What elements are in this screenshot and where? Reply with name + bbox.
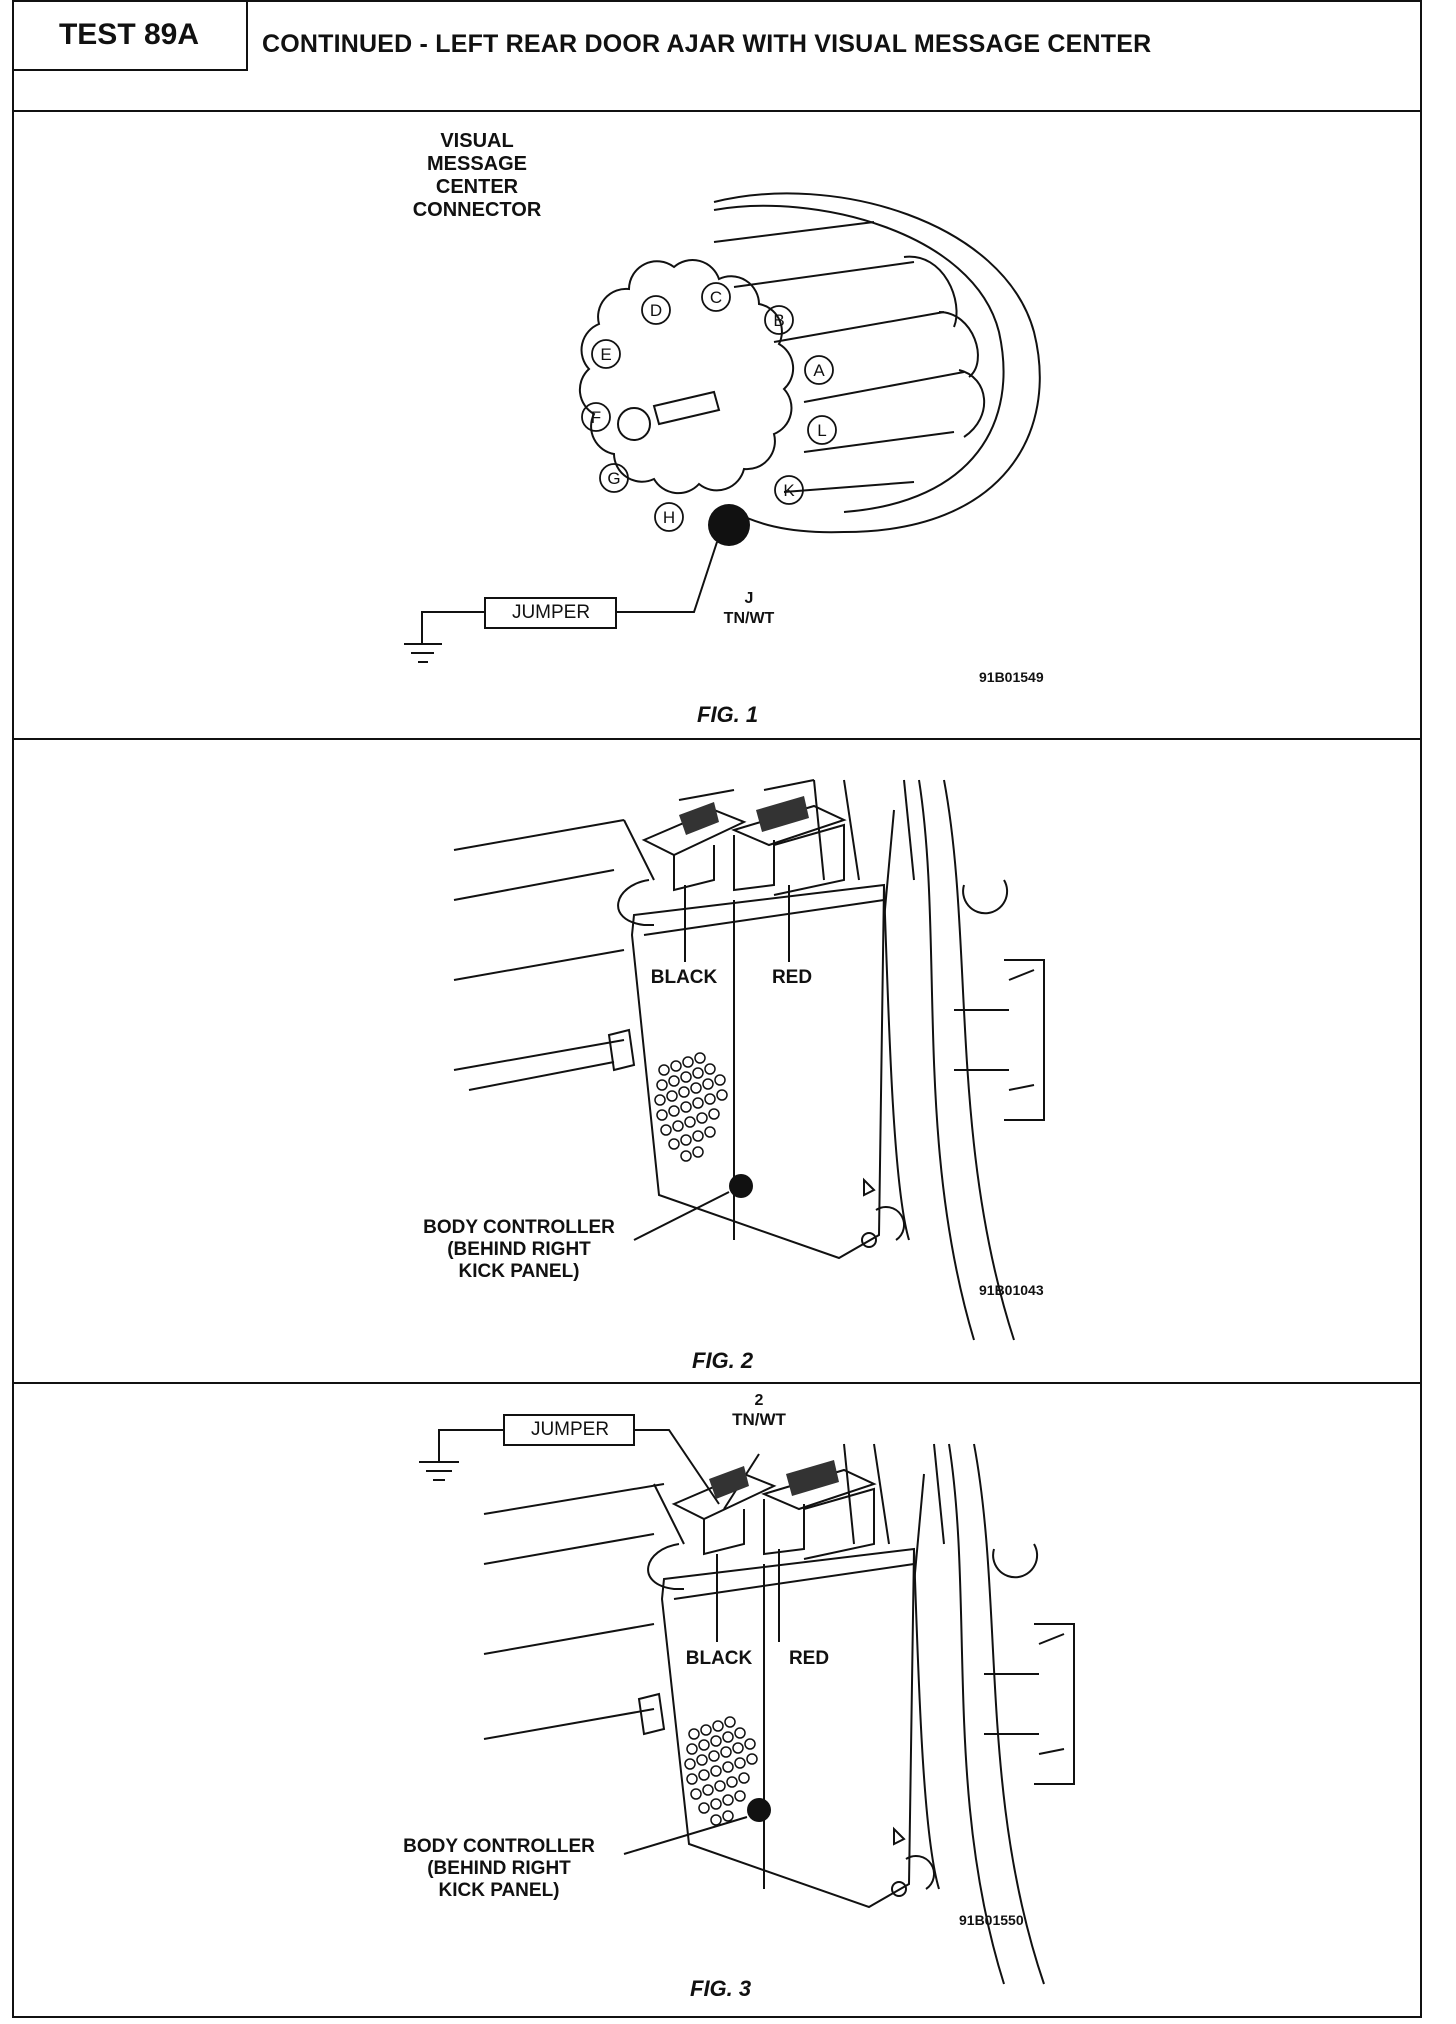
body-controller-jumper-drawing (419, 1414, 1075, 1985)
figure-caption: FIG. 3 (690, 1976, 752, 2001)
figure-2-panel: BLACK RED BODY CONTROLLER (BEHIND RIGHT … (14, 740, 1420, 1382)
pin-b: B (773, 311, 784, 330)
divider (12, 110, 1422, 112)
test-id: TEST 89A (12, 0, 248, 71)
body-controller-marker (729, 1174, 753, 1198)
pin-a: A (813, 361, 825, 380)
divider (12, 738, 1422, 740)
body-controller-label: BODY CONTROLLER (BEHIND RIGHT KICK PANEL… (403, 1836, 595, 1901)
figure-caption: FIG. 2 (692, 1348, 754, 1373)
red-connector-label: RED (771, 967, 813, 988)
jumper-label: JUMPER (530, 1419, 610, 1440)
black-connector-label: BLACK (685, 1648, 753, 1669)
pin-g: G (607, 469, 620, 488)
pin-j-label: J (744, 590, 754, 607)
pin-l: L (817, 421, 826, 440)
pin-e: E (600, 345, 611, 364)
body-controller-label: BODY CONTROLLER (BEHIND RIGHT KICK PANEL… (423, 1217, 615, 1282)
black-connector-label: BLACK (650, 967, 718, 988)
pin-2-label: 2 (754, 1392, 764, 1409)
pin-k: K (783, 481, 795, 500)
figure-1-panel: C B A L K H G F E D VISUAL MESSAGE CENTE… (14, 112, 1420, 738)
pin-c: C (710, 288, 722, 307)
wire-color-label: TN/WT (723, 610, 775, 627)
body-controller-drawing (453, 779, 1045, 1341)
pin-j-marker (708, 504, 750, 546)
jumper-label: JUMPER (511, 602, 591, 623)
pin-d: D (650, 301, 662, 320)
page-title: CONTINUED - LEFT REAR DOOR AJAR WITH VIS… (262, 30, 1152, 58)
figure-caption: FIG. 1 (697, 702, 759, 727)
figure-ref: 91B01043 (979, 1282, 1044, 1298)
pin-h: H (663, 508, 675, 527)
figure-ref: 91B01549 (979, 669, 1044, 685)
divider (12, 1382, 1422, 1384)
figure-ref: 91B01550 (959, 1912, 1024, 1928)
wire-color-label: TN/WT (732, 1410, 786, 1429)
pin-f: F (591, 408, 601, 427)
connector-drawing: C B A L K H G F E D (404, 192, 1041, 663)
connector-label: VISUAL MESSAGE CENTER CONNECTOR (412, 130, 542, 221)
body-controller-marker (747, 1798, 771, 1822)
figure-3-panel: JUMPER 2 TN/WT BLACK RED BODY CONTROLLER… (14, 1384, 1420, 2016)
red-connector-label: RED (788, 1648, 830, 1669)
page-frame (12, 0, 1422, 2018)
